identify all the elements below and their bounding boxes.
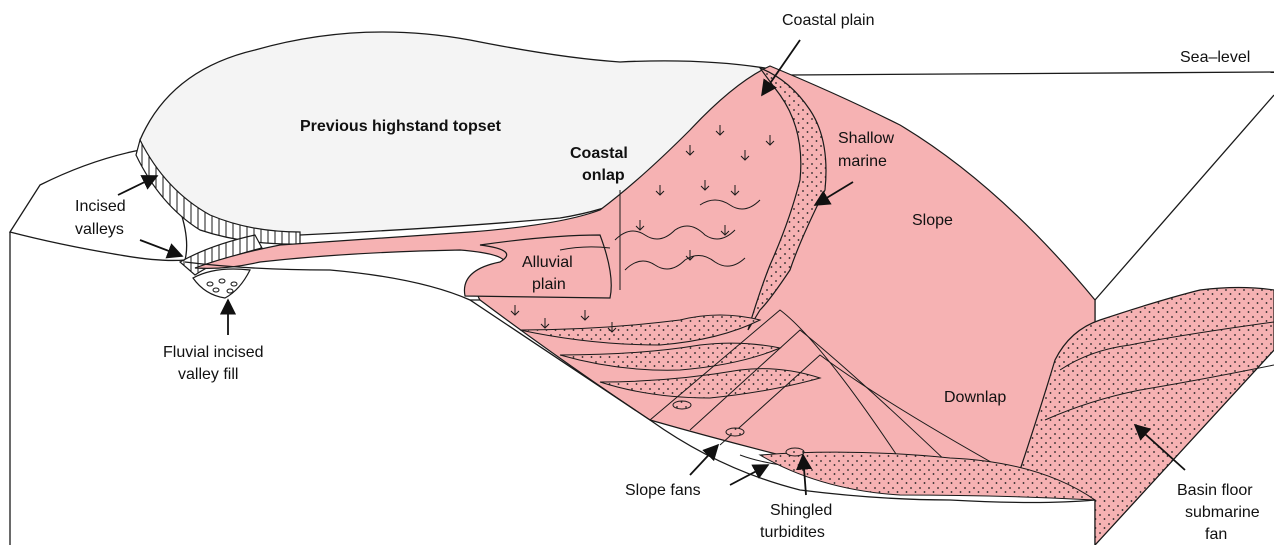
- label-fluvial-fill-line2: valley fill: [178, 366, 238, 383]
- label-basin-floor-line3: fan: [1205, 526, 1227, 543]
- label-slope: Slope: [912, 212, 953, 229]
- label-shingled-turbidites-line2: turbidites: [760, 524, 825, 541]
- label-shallow-marine-line1: Shallow: [838, 130, 894, 147]
- label-downlap: Downlap: [944, 389, 1006, 406]
- label-previous-highstand-topset: Previous highstand topset: [300, 118, 502, 135]
- label-coastal-onlap-line2: onlap: [582, 167, 625, 184]
- label-incised-valleys-line2: valleys: [75, 221, 124, 238]
- label-fluvial-fill-line1: Fluvial incised: [163, 344, 263, 361]
- label-slope-fans: Slope fans: [625, 482, 701, 499]
- label-alluvial-plain-line2: plain: [532, 276, 566, 293]
- label-basin-floor-line2: submarine: [1185, 504, 1260, 521]
- label-basin-floor-line1: Basin floor: [1177, 482, 1253, 499]
- label-incised-valleys-line1: Incised: [75, 198, 126, 215]
- label-sea-level: Sea–level: [1180, 49, 1250, 66]
- fluvial-valley-fill: [193, 269, 250, 298]
- label-shingled-turbidites-line1: Shingled: [770, 502, 832, 519]
- label-shallow-marine-line2: marine: [838, 153, 887, 170]
- label-coastal-onlap-line1: Coastal: [570, 145, 628, 162]
- label-coastal-plain: Coastal plain: [782, 12, 875, 29]
- label-alluvial-plain-line1: Alluvial: [522, 254, 573, 271]
